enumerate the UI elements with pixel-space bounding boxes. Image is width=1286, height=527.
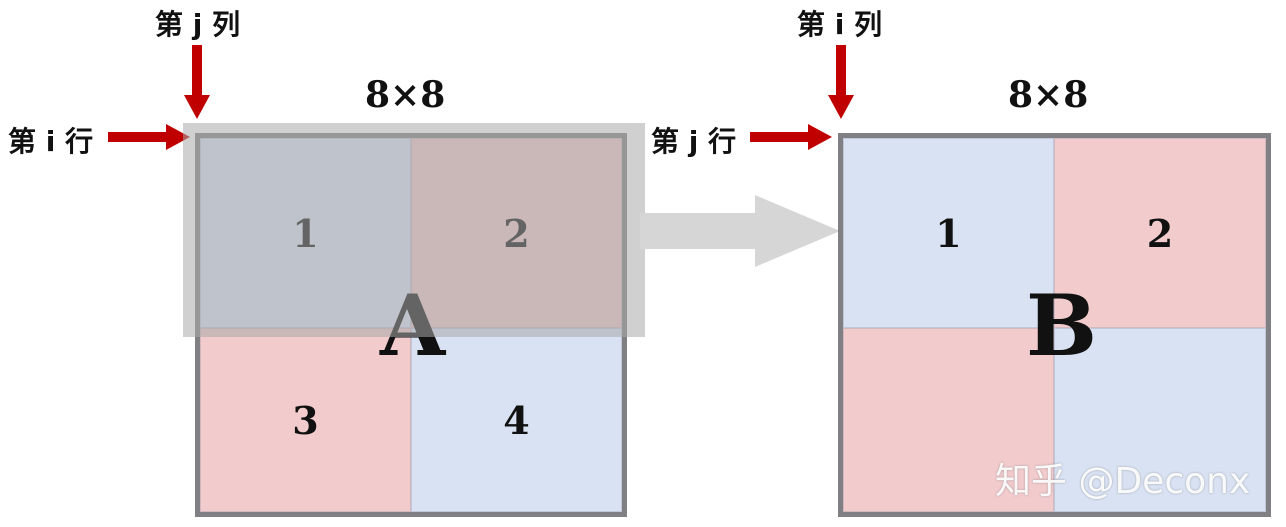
- matrix-b-block-2: 2: [1054, 138, 1266, 328]
- matrix-b: 1 2: [838, 133, 1271, 517]
- right-row-arrow-icon: [750, 124, 832, 150]
- right-column-arrow-icon: [828, 45, 854, 119]
- top-row-highlight: [183, 123, 645, 337]
- matrix-a-block-4: 4: [411, 328, 622, 512]
- block-number: 2: [1146, 210, 1174, 256]
- left-column-label: 第 j 列: [155, 8, 241, 41]
- block-number: 1: [935, 210, 962, 256]
- left-column-arrow-icon: [184, 45, 210, 119]
- left-row-label: 第 i 行: [8, 125, 94, 158]
- transpose-arrow-icon: [640, 195, 840, 267]
- right-column-label: 第 i 列: [797, 8, 883, 41]
- block-number: 3: [292, 397, 319, 443]
- matrix-b-letter: B: [1026, 276, 1097, 375]
- left-matrix-size: 8×8: [365, 74, 446, 116]
- block-number: 4: [503, 397, 530, 443]
- matrix-b-block-4: [1054, 328, 1266, 512]
- right-matrix-size: 8×8: [1008, 74, 1089, 116]
- watermark: 知乎 @Deconx: [995, 461, 1251, 502]
- matrix-b-block-3: [843, 328, 1054, 512]
- matrix-b-block-1: 1: [843, 138, 1054, 328]
- right-row-label: 第 j 行: [651, 125, 737, 158]
- matrix-a-block-3: 3: [200, 328, 411, 512]
- left-row-arrow-icon: [108, 124, 190, 150]
